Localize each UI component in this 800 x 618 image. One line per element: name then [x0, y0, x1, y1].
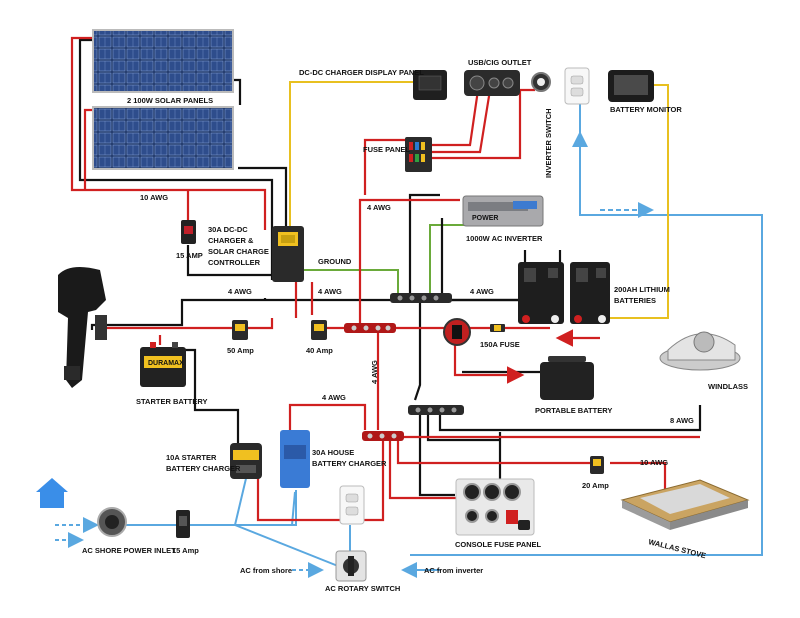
label-4awg-lower: 4 AWG — [322, 393, 346, 402]
label-windlass: WINDLASS — [708, 382, 748, 391]
outboard-engine — [58, 266, 107, 388]
ac-rotary-switch — [335, 550, 367, 582]
inverter-switch — [531, 72, 551, 92]
label-dcdc-line1: 30A DC-DC — [208, 225, 248, 234]
label-40amp: 40 Amp — [306, 346, 333, 355]
label-15amp-top: 15 AMP — [176, 251, 203, 260]
busbar-negative-top — [390, 293, 452, 303]
starter-battery-charger — [230, 443, 262, 479]
console-fuse-panel — [455, 478, 535, 536]
positive-wires — [70, 36, 700, 522]
ac-outlet-bottom — [339, 485, 365, 525]
busbar-negative-bottom — [408, 405, 464, 415]
label-20amp: 20 Amp — [582, 481, 609, 490]
label-solar-panels: 2 100W SOLAR PANELS — [127, 96, 213, 105]
breaker-50amp — [232, 320, 248, 340]
ac-inverter: POWER — [462, 195, 544, 227]
busbar-positive-bottom — [362, 431, 404, 441]
label-inverter-switch: INVERTER SWITCH — [544, 108, 553, 178]
label-8awg: 8 AWG — [670, 416, 694, 425]
house-battery-charger — [280, 430, 310, 488]
label-dcdc-line3: SOLAR CHARGE — [208, 247, 269, 256]
breaker-15amp-bottom — [176, 510, 190, 538]
label-starter-charger-line1: 10A STARTER — [166, 453, 217, 462]
label-portable-battery: PORTABLE BATTERY — [535, 406, 612, 415]
label-4awg-a: 4 AWG — [367, 203, 391, 212]
label-dcdc-line2: CHARGER & — [208, 236, 254, 245]
label-lithium-line1: 200AH LITHIUM — [614, 285, 670, 294]
solar-panel-bottom — [92, 106, 234, 170]
ac-wires — [55, 102, 763, 578]
fuse-150a — [490, 324, 505, 332]
signal-wires — [289, 81, 669, 319]
label-ac-from-shore: AC from shore — [240, 566, 292, 575]
label-4awg-b: 4 AWG — [228, 287, 252, 296]
label-house-charger-line2: BATTERY CHARGER — [312, 459, 387, 468]
breaker-20amp — [590, 456, 604, 474]
shore-power-inlet — [97, 507, 127, 537]
label-starter-battery: STARTER BATTERY — [136, 397, 208, 406]
dcdc-display-panel — [413, 70, 447, 100]
label-lithium-line2: BATTERIES — [614, 296, 656, 305]
wallas-stove — [620, 479, 750, 530]
label-4awg-d: 4 AWG — [470, 287, 494, 296]
house-icon — [36, 478, 68, 508]
label-150a-fuse: 150A FUSE — [480, 340, 520, 349]
usb-cig-outlet — [464, 70, 520, 96]
ac-outlet-top — [564, 67, 590, 105]
label-battery-monitor: BATTERY MONITOR — [610, 105, 682, 114]
label-dcdc-line4: CONTROLLER — [208, 258, 261, 267]
label-ground: GROUND — [318, 257, 352, 266]
label-shore-inlet: AC SHORE POWER INLET — [82, 546, 176, 555]
label-usb-outlet: USB/CIG OUTLET — [468, 58, 532, 67]
label-ac-from-inverter: AC from inverter — [424, 566, 483, 575]
label-inverter: 1000W AC INVERTER — [466, 234, 543, 243]
label-console-fuse: CONSOLE FUSE PANEL — [455, 540, 542, 549]
busbar-positive-top — [344, 323, 396, 333]
label-4awg-c: 4 AWG — [318, 287, 342, 296]
windlass — [659, 331, 741, 371]
inverter-brand: POWER — [472, 215, 498, 222]
label-50amp: 50 Amp — [227, 346, 254, 355]
fuse-panel — [405, 137, 432, 172]
label-10awg-top: 10 AWG — [140, 193, 168, 202]
battery-monitor — [608, 70, 654, 102]
label-wallas-stove: WALLAS STOVE — [648, 537, 707, 560]
portable-battery — [540, 356, 594, 400]
starter-brand: DURAMAX — [148, 360, 184, 367]
label-dcdc-display: DC-DC CHARGER DISPLAY PANEL — [299, 68, 424, 77]
battery-switch — [443, 318, 471, 346]
breaker-15amp-top — [181, 220, 196, 244]
solar-panel-top — [92, 29, 234, 93]
lithium-battery-2 — [570, 262, 610, 324]
label-rotary-switch: AC ROTARY SWITCH — [325, 584, 400, 593]
lithium-battery-1 — [518, 262, 564, 324]
label-fuse-panel: FUSE PANEL — [363, 145, 410, 154]
label-house-charger-line1: 30A HOUSE — [312, 448, 354, 457]
label-15amp-bottom: 15 Amp — [172, 546, 199, 555]
dcdc-charger-controller — [272, 226, 304, 282]
label-10awg-stove: 10 AWG — [640, 458, 668, 467]
label-starter-charger-line2: BATTERY CHARGER — [166, 464, 241, 473]
breaker-40amp — [311, 320, 327, 340]
label-4awg-vertical: 4 AWG — [370, 360, 379, 384]
starter-battery: DURAMAX — [140, 342, 186, 387]
